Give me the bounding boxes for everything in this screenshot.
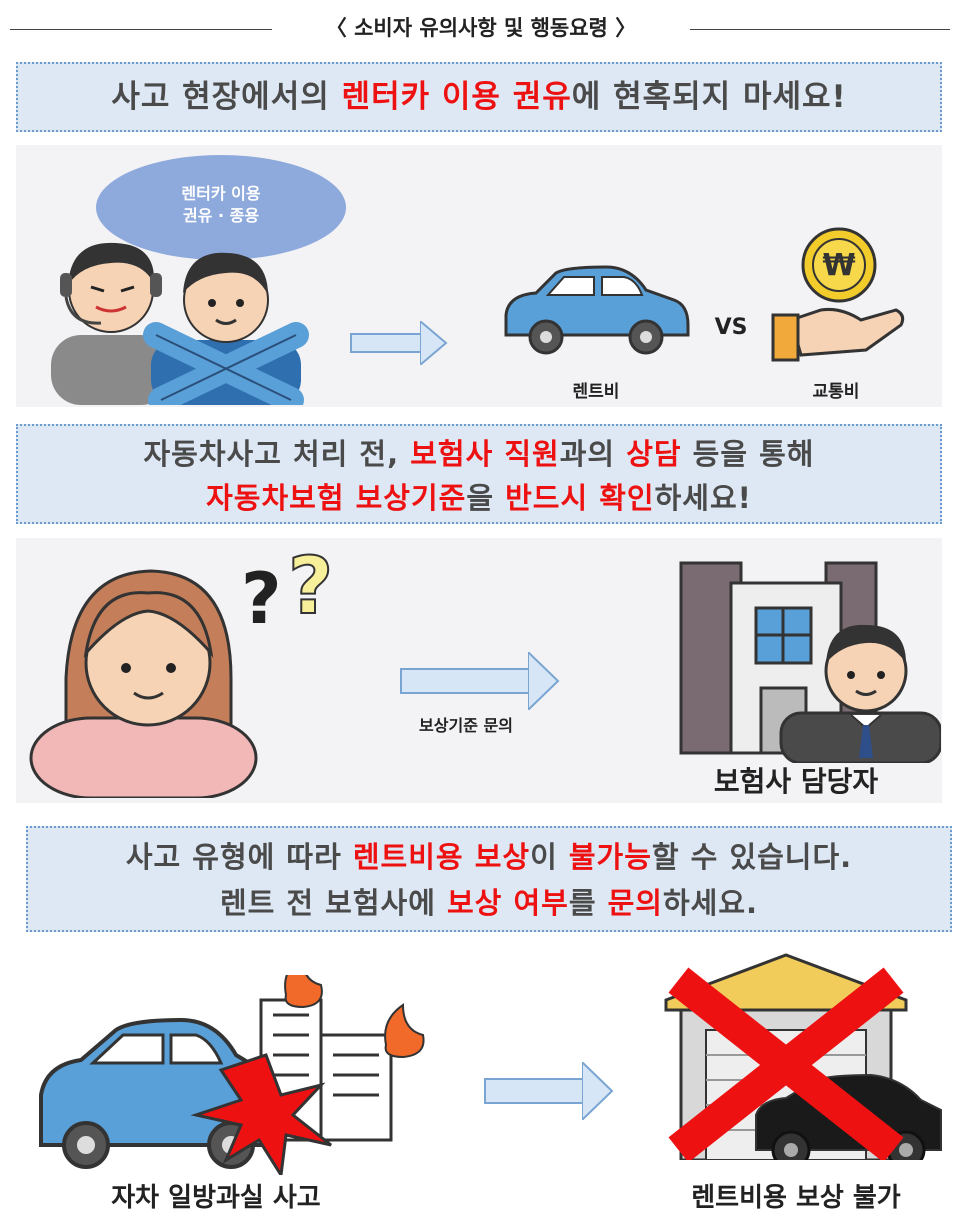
won-symbol: ₩	[822, 248, 855, 283]
banner-line-2: 렌트 전 보험사에 보상 여부를 문의하세요.	[28, 880, 950, 926]
banner-line-1: 자동차사고 처리 전, 보험사 직원과의 상담 등을 통해	[18, 432, 940, 476]
arrow-right	[484, 1078, 584, 1104]
inquiry-label: 보상기준 문의	[419, 716, 513, 735]
panel-consult-insurer: ? ? 보상기준 문의 보험사 담당자	[16, 538, 942, 803]
highlight-text: 불가능	[568, 840, 652, 874]
banner-text-segment: 이	[530, 840, 569, 874]
transport-fee-label: 교통비	[812, 382, 860, 402]
banner-text-segment: 등을 통해	[681, 437, 815, 471]
garage-denied-illustration	[664, 953, 942, 1160]
coin-hand-icon: ₩	[771, 227, 905, 362]
accident-label: 자차 일방과실 사고	[111, 1183, 321, 1213]
highlight-text: 반드시 확인	[505, 481, 655, 515]
highlight-text: 문의	[607, 886, 663, 920]
arrow-head	[528, 652, 560, 710]
bubble-line-2: 권유 · 종용	[182, 206, 260, 225]
highlight-text: 렌터카 이용 권유	[341, 79, 572, 115]
banner-rent-coverage: 사고 유형에 따라 렌트비용 보상이 불가능할 수 있습니다. 렌트 전 보험사…	[26, 826, 952, 932]
title-rule-right	[690, 29, 950, 30]
banner-text-segment: 하세요!	[654, 481, 752, 515]
highlight-text: 상담	[626, 437, 682, 471]
panel-coverage-denied: 자차 일방과실 사고 렌트비용 보상 불가	[26, 945, 952, 1215]
speech-bubble: 렌터카 이용 권유 · 종용	[96, 155, 346, 260]
panel-rental-solicitation: 렌터카 이용 권유 · 종용 VS ₩	[16, 145, 942, 407]
insurer-staff-label: 보험사 담당자	[713, 765, 879, 798]
highlight-text: 자동차보험 보상기준	[206, 481, 467, 515]
banner-text-segment: 할 수 있습니다.	[651, 840, 853, 874]
banner-text-segment: 과의	[559, 437, 627, 471]
highlight-text: 렌트비용 보상	[352, 840, 531, 874]
banner-text-segment: 에 현혹되지 마세요!	[571, 79, 847, 115]
banner-text: 사고 현장에서의 렌터카 이용 권유에 현혹되지 마세요!	[111, 79, 846, 115]
banner-text-segment: 렌트 전 보험사에	[219, 886, 447, 920]
banner-text-segment: 하세요.	[662, 886, 759, 920]
banner-text-segment: 를	[568, 886, 608, 920]
rent-fee-label: 렌트비	[572, 382, 620, 402]
rental-car-icon	[504, 265, 690, 355]
svg-text:?: ?	[241, 558, 282, 640]
banner-check-standards: 자동차사고 처리 전, 보험사 직원과의 상담 등을 통해 자동차보험 보상기준…	[16, 424, 942, 524]
highlight-text: 보상 여부	[447, 886, 569, 920]
insurance-building-staff-illustration	[679, 561, 941, 763]
vs-label: VS	[714, 315, 748, 340]
arrow-right	[350, 333, 422, 353]
banner-line-1: 사고 유형에 따라 렌트비용 보상이 불가능할 수 있습니다.	[28, 834, 950, 880]
arrow-head	[582, 1062, 614, 1120]
car-crash-illustration	[39, 975, 425, 1175]
confused-woman-illustration: ? ?	[29, 543, 334, 798]
banner-text-segment: 사고 유형에 따라	[125, 840, 353, 874]
bubble-line-1: 렌터카 이용	[181, 184, 261, 203]
arrow-head	[420, 321, 448, 365]
agent-and-customer-illustration	[51, 242, 309, 405]
arrow-right	[400, 668, 530, 694]
title-rule-left	[10, 29, 272, 30]
banner-text-segment: 을	[466, 481, 506, 515]
svg-text:?: ?	[288, 543, 333, 632]
banner-line-2: 자동차보험 보상기준을 반드시 확인하세요!	[18, 476, 940, 520]
banner-text-segment: 자동차사고 처리 전,	[143, 437, 411, 471]
result-label: 렌트비용 보상 불가	[691, 1183, 901, 1213]
banner-rental-warning: 사고 현장에서의 렌터카 이용 권유에 현혹되지 마세요!	[16, 62, 942, 132]
page-title: 〈 소비자 유의사항 및 행동요령 〉	[0, 12, 962, 42]
banner-text-segment: 사고 현장에서의	[111, 79, 342, 115]
highlight-text: 보험사 직원	[410, 437, 560, 471]
